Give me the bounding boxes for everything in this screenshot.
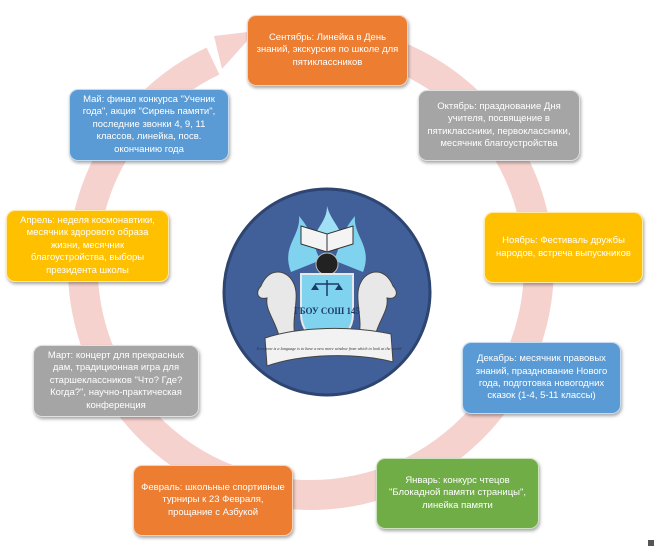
- corner-marker: [648, 540, 654, 546]
- month-box-march: Март: концерт для прекрасных дам, традиц…: [33, 345, 199, 417]
- month-text-december: Декабрь: месячник правовых знаний, празд…: [475, 353, 608, 402]
- month-box-january: Январь: конкурс чтецов "Блокадной памяти…: [376, 458, 539, 529]
- crest-shield-text: ГБОУ СОШ 145: [294, 306, 361, 316]
- month-text-september: Сентябрь: Линейка в День знаний, экскурс…: [256, 31, 399, 68]
- school-crest-icon: ГБОУ СОШ 145 Everyone is a language is t…: [222, 187, 432, 397]
- month-text-february: Февраль: школьные спортивные турниры к 2…: [141, 481, 285, 518]
- month-box-september: Сентябрь: Линейка в День знаний, экскурс…: [247, 15, 408, 86]
- month-box-october: Октябрь: празднование Дня учителя, посвя…: [418, 90, 580, 161]
- month-box-november: Ноябрь: Фестиваль дружбы народов, встреч…: [484, 212, 643, 283]
- month-text-march: Март: концерт для прекрасных дам, традиц…: [47, 350, 185, 411]
- cycle-arrowhead-icon: [214, 31, 256, 69]
- month-text-april: Апрель: неделя космонавтики, месячник зд…: [20, 215, 155, 276]
- month-text-october: Октябрь: празднование Дня учителя, посвя…: [427, 100, 571, 149]
- month-box-february: Февраль: школьные спортивные турниры к 2…: [133, 465, 293, 536]
- month-box-april: Апрель: неделя космонавтики, месячник зд…: [6, 210, 169, 282]
- month-text-january: Январь: конкурс чтецов "Блокадной памяти…: [388, 474, 526, 511]
- month-text-may: Май: финал конкурса "Ученик года", акция…: [82, 94, 216, 155]
- month-box-december: Декабрь: месячник правовых знаний, празд…: [462, 342, 621, 414]
- month-box-may: Май: финал конкурса "Ученик года", акция…: [69, 89, 229, 161]
- crest-ribbon-text: Everyone is a language is to have a new …: [256, 346, 403, 351]
- month-text-november: Ноябрь: Фестиваль дружбы народов, встреч…: [496, 235, 631, 259]
